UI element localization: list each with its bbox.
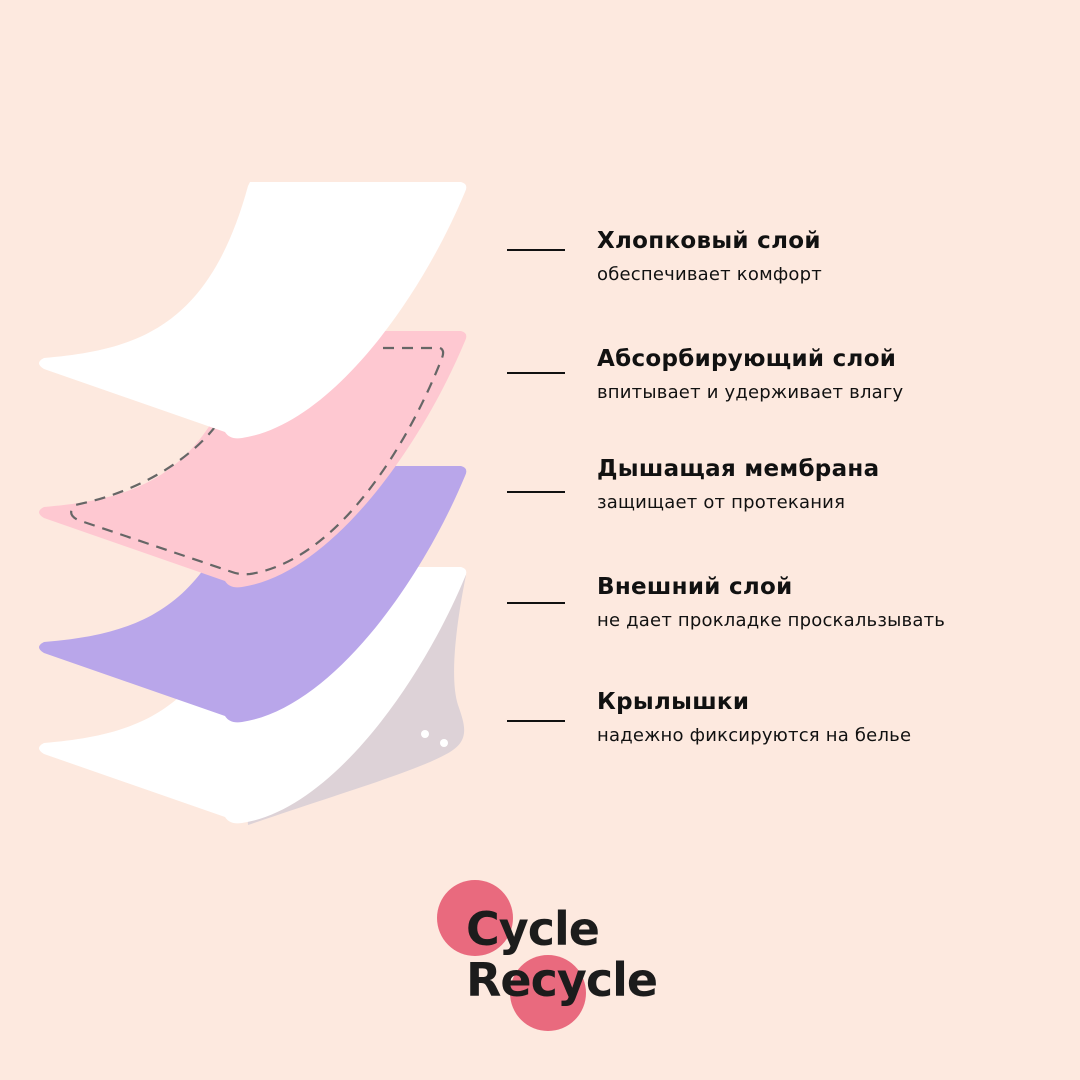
legend-description: надежно фиксируются на белье — [597, 725, 912, 746]
leader-line — [507, 720, 565, 722]
logo-text-recycle: Recycle — [466, 953, 658, 1007]
leader-line — [507, 491, 565, 493]
wing-adhesive-dot — [421, 730, 429, 738]
legend-description: впитывает и удерживает влагу — [597, 382, 904, 403]
leader-line — [507, 372, 565, 374]
legend-description: не дает прокладке проскальзывать — [597, 610, 946, 631]
leader-line — [507, 249, 565, 251]
legend-description: защищает от протекания — [597, 492, 846, 513]
absorbent-layer-shape — [39, 331, 467, 588]
logo-circle — [437, 880, 513, 956]
legend-title: Абсорбирующий слой — [597, 346, 897, 372]
absorbent-layer — [39, 331, 467, 588]
leader-line — [507, 602, 565, 604]
logo-circle — [510, 955, 586, 1031]
logo-text-cycle: Cycle — [466, 902, 600, 956]
breathable-membrane-shape — [39, 466, 467, 723]
legend-title: Крылышки — [597, 689, 750, 715]
legend-title: Хлопковый слой — [597, 228, 821, 254]
legend-title: Дышащая мембрана — [597, 456, 880, 482]
legend-description: обеспечивает комфорт — [597, 264, 822, 285]
legend-title: Внешний слой — [597, 574, 793, 600]
cotton-layer-shape — [39, 182, 467, 439]
wing-adhesive-dot — [440, 739, 448, 747]
